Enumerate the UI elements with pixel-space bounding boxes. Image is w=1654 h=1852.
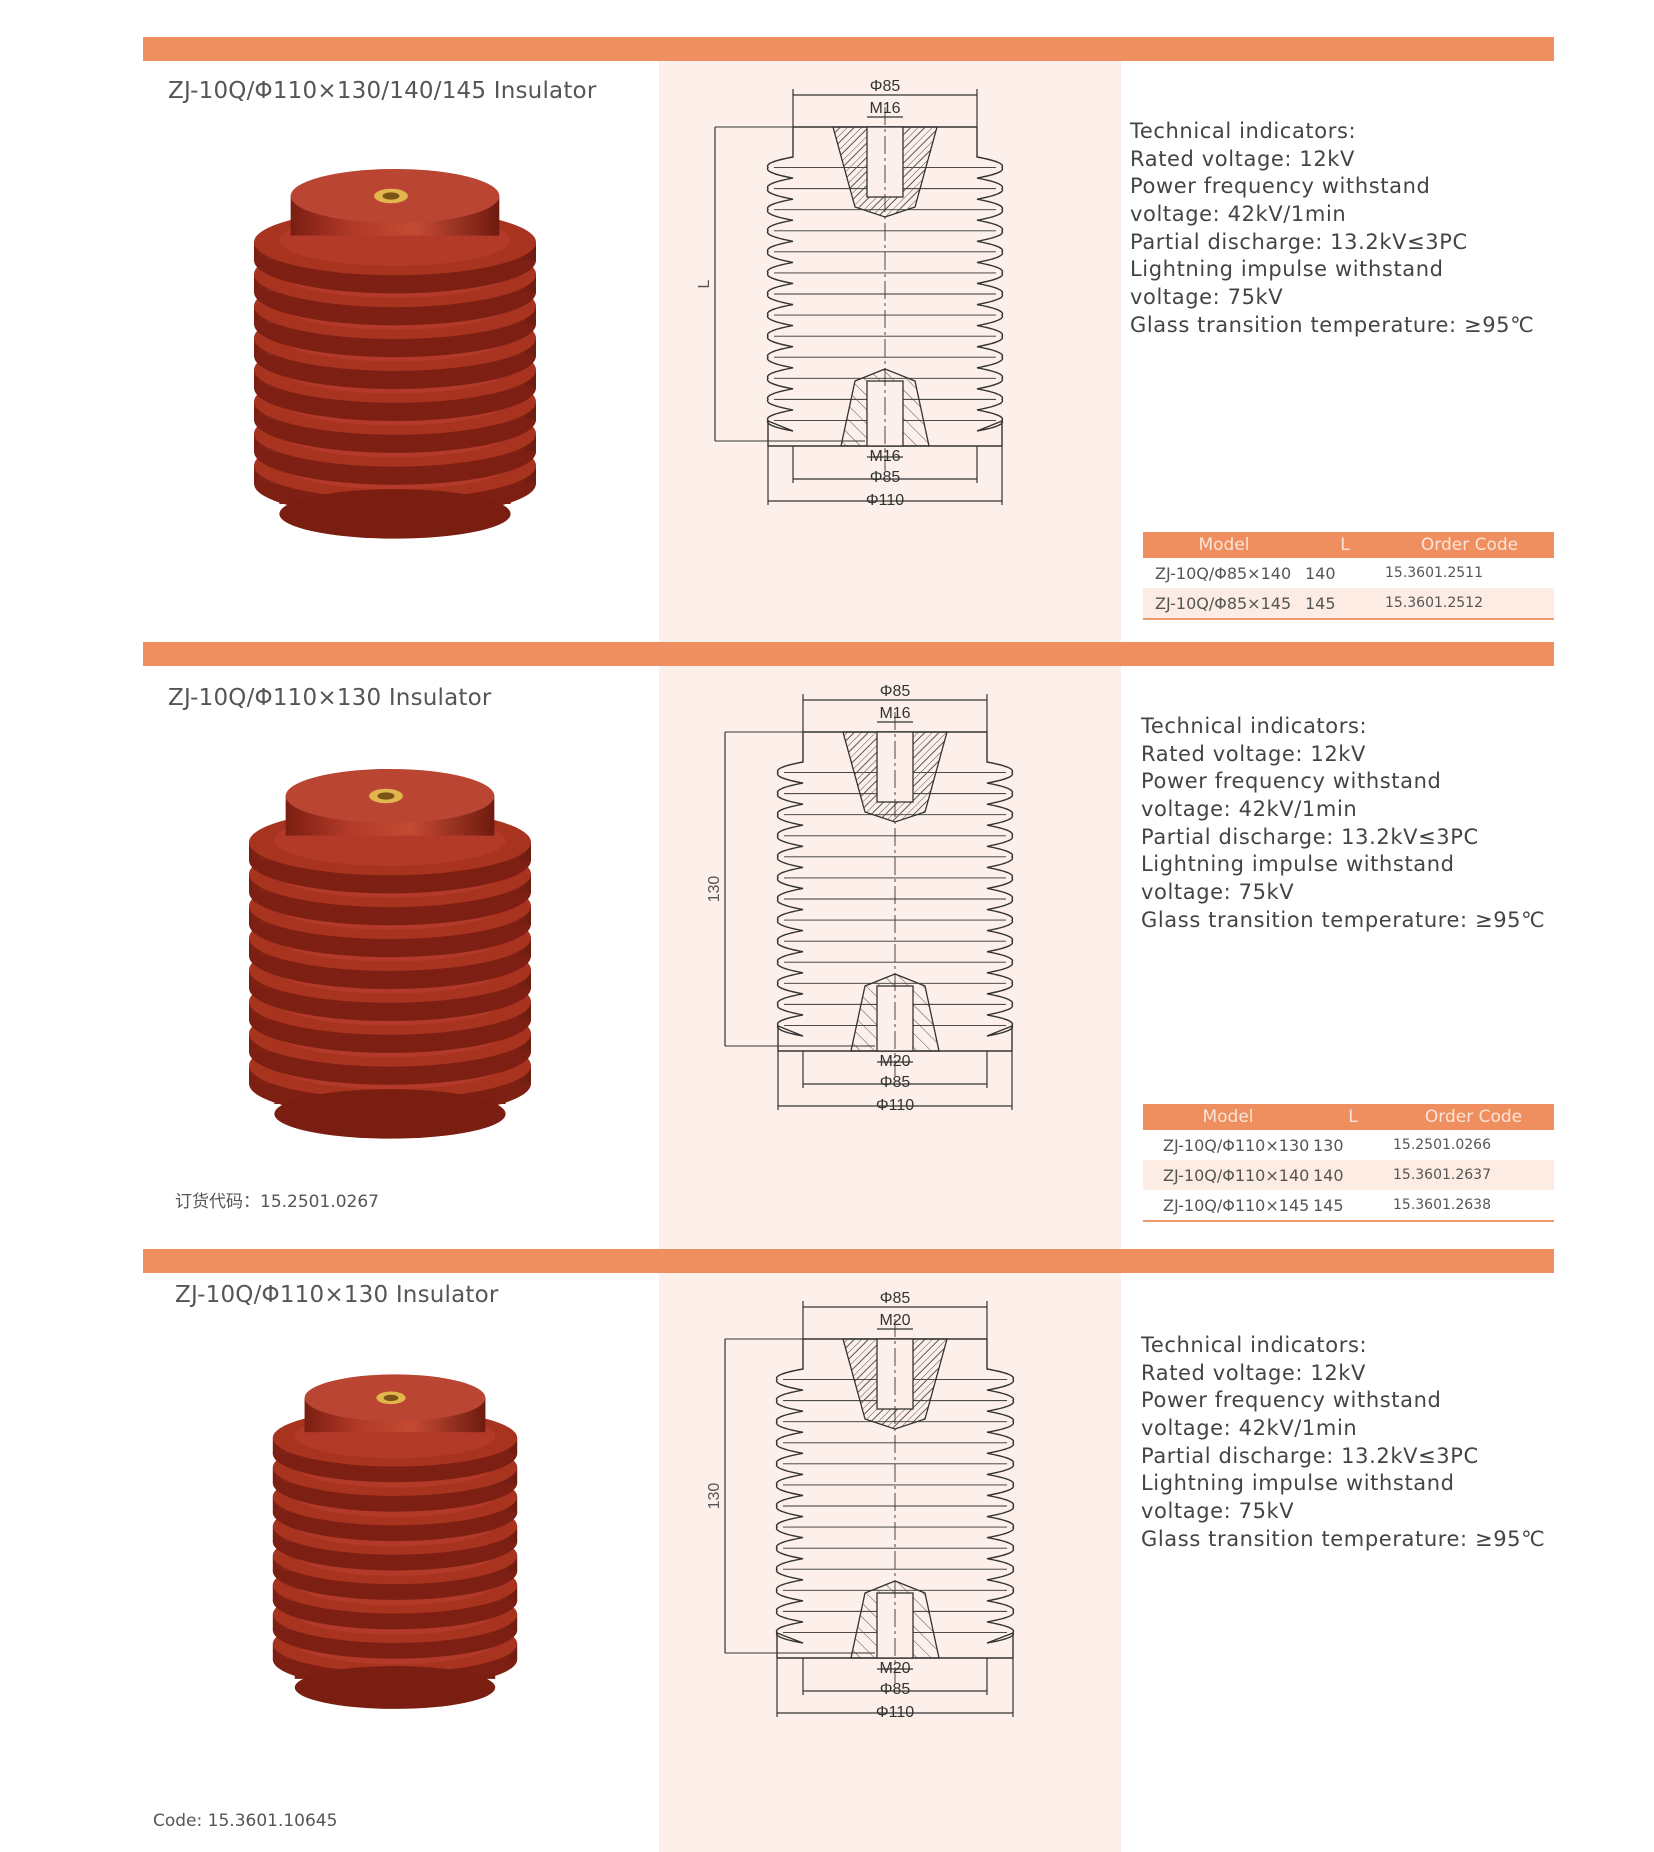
spec-lightning-impulse-value: voltage: 75kV	[1141, 880, 1295, 905]
svg-text:Φ85: Φ85	[870, 78, 901, 95]
code-cell: 15.2501.0266	[1393, 1137, 1491, 1153]
svg-text:Φ85: Φ85	[870, 469, 901, 486]
column-model: Model	[1143, 1104, 1313, 1130]
model-cell: ZJ-10Q/Φ110×140	[1143, 1160, 1313, 1190]
column-order-code: Order Code	[1393, 1104, 1554, 1130]
spec-heading: Technical indicators:	[1141, 714, 1368, 738]
spec-rated-voltage: Rated voltage: 12kV	[1130, 146, 1356, 171]
section-3-insulator-photo	[265, 1365, 525, 1730]
svg-text:M16: M16	[879, 705, 910, 722]
model-cell: ZJ-10Q/Φ85×145	[1143, 588, 1305, 620]
column-length: L	[1313, 1104, 1393, 1130]
section-2-order-code: 订货代码：15.2501.0267	[175, 1192, 379, 1212]
section-2-band	[143, 642, 1554, 666]
table-row: ZJ-10Q/Φ85×145 145 15.3601.2512	[1143, 588, 1554, 620]
spec-lightning-impulse: Lightning impulse withstand	[1141, 1471, 1455, 1496]
model-cell: ZJ-10Q/Φ110×130	[1163, 1135, 1310, 1155]
column-model: Model	[1143, 532, 1305, 558]
section-1-title: ZJ-10Q/Φ110×130/140/145 Insulator	[168, 78, 597, 104]
spec-lightning-impulse: Lightning impulse withstand	[1141, 852, 1455, 877]
length-cell: 140	[1313, 1160, 1393, 1190]
svg-text:Φ85: Φ85	[880, 683, 911, 700]
spec-partial-discharge: Partial discharge: 13.2kV≤3PC	[1130, 229, 1468, 254]
spec-rated-voltage: Rated voltage: 12kV	[1141, 1360, 1367, 1385]
spec-glass-transition: Glass transition temperature: ≥95℃	[1141, 1526, 1546, 1551]
length-cell: 140	[1305, 563, 1336, 583]
svg-text:Φ85: Φ85	[880, 1074, 911, 1091]
section-2-order-table: Model L Order Code ZJ-10Q/Φ110×130 130 1…	[1143, 1104, 1554, 1222]
length-cell: 145	[1313, 1190, 1393, 1222]
spec-glass-transition: Glass transition temperature: ≥95℃	[1130, 312, 1535, 337]
section-1-specs: Technical indicators: Rated voltage: 12k…	[1130, 118, 1534, 340]
section-2-title: ZJ-10Q/Φ110×130 Insulator	[168, 685, 492, 711]
section-1-insulator-photo	[245, 160, 545, 560]
spec-power-frequency: Power frequency withstand	[1141, 769, 1442, 794]
svg-text:M16: M16	[869, 100, 900, 117]
model-cell: ZJ-10Q/Φ110×145	[1143, 1190, 1313, 1222]
section-3-title: ZJ-10Q/Φ110×130 Insulator	[175, 1282, 499, 1308]
spec-lightning-impulse-value: voltage: 75kV	[1130, 285, 1284, 310]
svg-text:M16: M16	[869, 448, 900, 465]
length-cell: 130	[1313, 1135, 1344, 1155]
svg-text:M20: M20	[879, 1312, 910, 1329]
svg-text:Φ85: Φ85	[880, 1290, 911, 1307]
svg-text:Φ85: Φ85	[880, 1681, 911, 1698]
section-3-band	[143, 1249, 1554, 1273]
svg-text:M20: M20	[879, 1660, 910, 1677]
model-cell: ZJ-10Q/Φ85×140	[1155, 563, 1292, 583]
spec-heading: Technical indicators:	[1141, 1333, 1368, 1357]
svg-text:Φ110: Φ110	[876, 1704, 914, 1721]
table-header-row: Model L Order Code	[1143, 532, 1554, 558]
table-row: ZJ-10Q/Φ110×145 145 15.3601.2638	[1143, 1190, 1554, 1222]
spec-power-frequency-value: voltage: 42kV/1min	[1141, 797, 1358, 822]
svg-text:Φ110: Φ110	[866, 492, 904, 509]
svg-text:130: 130	[706, 876, 723, 903]
code-cell: 15.3601.2638	[1393, 1190, 1554, 1222]
spec-power-frequency: Power frequency withstand	[1141, 1388, 1442, 1413]
section-2-specs: Technical indicators: Rated voltage: 12k…	[1141, 713, 1545, 935]
spec-partial-discharge: Partial discharge: 13.2kV≤3PC	[1141, 824, 1479, 849]
section-3-order-code: Code: 15.3601.10645	[153, 1811, 338, 1831]
column-order-code: Order Code	[1385, 532, 1554, 558]
section-2-insulator-photo	[240, 760, 540, 1160]
spec-lightning-impulse: Lightning impulse withstand	[1130, 257, 1444, 282]
svg-text:L: L	[696, 279, 713, 288]
table-row: ZJ-10Q/Φ110×130 130 15.2501.0266	[1143, 1130, 1554, 1160]
table-row: ZJ-10Q/Φ85×140 140 15.3601.2511	[1143, 558, 1554, 588]
section-1-band	[143, 37, 1554, 61]
spec-heading: Technical indicators:	[1130, 119, 1357, 143]
spec-partial-discharge: Partial discharge: 13.2kV≤3PC	[1141, 1443, 1479, 1468]
spec-lightning-impulse-value: voltage: 75kV	[1141, 1499, 1295, 1524]
section-3-specs: Technical indicators: Rated voltage: 12k…	[1141, 1332, 1545, 1554]
svg-text:130: 130	[706, 1483, 723, 1510]
spec-power-frequency: Power frequency withstand	[1130, 174, 1431, 199]
svg-text:Φ110: Φ110	[876, 1097, 914, 1114]
table-header-row: Model L Order Code	[1143, 1104, 1554, 1130]
section-1-order-table: Model L Order Code ZJ-10Q/Φ85×140 140 15…	[1143, 532, 1554, 620]
code-cell: 15.3601.2512	[1385, 588, 1554, 620]
spec-rated-voltage: Rated voltage: 12kV	[1141, 741, 1367, 766]
code-cell: 15.3601.2637	[1393, 1160, 1554, 1190]
svg-text:M20: M20	[879, 1053, 910, 1070]
spec-power-frequency-value: voltage: 42kV/1min	[1130, 202, 1347, 227]
length-cell: 145	[1305, 588, 1385, 620]
spec-glass-transition: Glass transition temperature: ≥95℃	[1141, 907, 1546, 932]
table-row: ZJ-10Q/Φ110×140 140 15.3601.2637	[1143, 1160, 1554, 1190]
column-length: L	[1305, 532, 1385, 558]
spec-power-frequency-value: voltage: 42kV/1min	[1141, 1416, 1358, 1441]
code-cell: 15.3601.2511	[1385, 565, 1483, 581]
